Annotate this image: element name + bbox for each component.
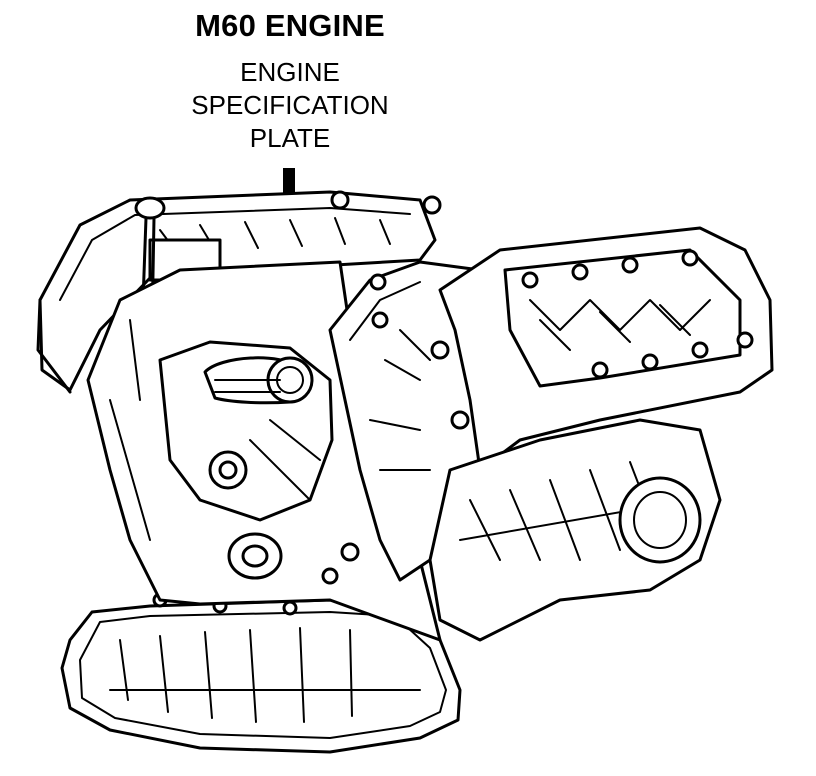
- callout-line-1: ENGINE: [240, 57, 340, 87]
- crank-pulley: [227, 532, 360, 585]
- callout-line-2: SPECIFICATION: [191, 90, 389, 120]
- right-lower-block: [428, 418, 722, 642]
- oil-pan: [60, 592, 462, 754]
- right-cylinder-head: [438, 226, 774, 472]
- callout-line-3: PLATE: [249, 123, 331, 153]
- diagram-title: M60 ENGINE: [195, 8, 385, 43]
- water-pump-housing: [158, 340, 334, 522]
- lifting-eyes: [330, 190, 442, 291]
- callout-label: ENGINE SPECIFICATION PLATE: [0, 56, 580, 155]
